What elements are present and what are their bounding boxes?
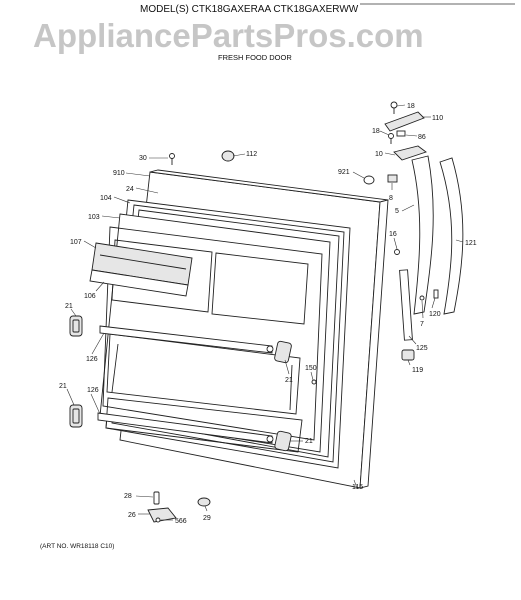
handle-cap-121	[439, 157, 464, 315]
callout-21-right-lower: 21	[305, 438, 313, 445]
hinge-screw-18b	[388, 133, 394, 144]
callout-126-upper: 126	[86, 356, 98, 363]
callout-121: 121	[465, 240, 477, 247]
screw-566	[155, 517, 161, 523]
screw-30	[169, 153, 175, 165]
plug-112	[221, 150, 235, 162]
door-bar-upper	[99, 325, 274, 354]
bushing-921	[363, 175, 375, 185]
dairy-door	[89, 242, 193, 297]
hinge-pin-86	[396, 130, 406, 137]
callout-10: 10	[375, 151, 383, 158]
callout-150: 150	[305, 365, 317, 372]
callout-21-right-upper: 21	[285, 377, 293, 384]
handle-section-5	[411, 155, 434, 315]
watermark: AppliancePartsPros.com	[33, 17, 424, 54]
callout-107: 107	[70, 239, 82, 246]
door-bar-lower	[97, 412, 274, 444]
callout-24: 24	[126, 186, 134, 193]
callout-119: 119	[412, 367, 423, 374]
callout-21-left-upper: 21	[65, 303, 73, 310]
bottom-hinge-26	[147, 507, 177, 523]
handle-trim-125	[399, 269, 413, 341]
callout-16: 16	[389, 231, 397, 238]
callout-921: 921	[338, 169, 350, 176]
callout-18-upper: 18	[407, 103, 415, 110]
callout-5: 5	[395, 208, 399, 215]
callout-104: 104	[100, 195, 112, 202]
callout-910: 910	[113, 170, 125, 177]
model-line: MODEL(S) CTK18GAXERAA CTK18GAXERWW	[140, 4, 359, 15]
trim-clip-right-upper	[274, 340, 292, 364]
callout-28: 28	[124, 493, 132, 500]
callout-labels: 18 110 18 86 10 921 8 112 30 910 24 104 …	[59, 103, 477, 525]
section-title: FRESH FOOD DOOR	[218, 53, 292, 62]
callout-18-lower: 18	[372, 128, 380, 135]
hinge-10	[393, 145, 427, 161]
pin-28	[153, 491, 160, 505]
callout-566: 566	[175, 518, 187, 525]
callout-106: 106	[84, 293, 96, 300]
trim-clip-left-lower	[69, 404, 83, 428]
callout-115: 115	[352, 484, 363, 491]
callout-86: 86	[418, 134, 426, 141]
screw-150	[311, 379, 317, 385]
callout-30: 30	[139, 155, 147, 162]
end-cap-119	[401, 349, 415, 361]
callout-110: 110	[432, 115, 443, 122]
art-number: (ART NO. WR18118 C10)	[40, 543, 114, 550]
hinge-screw-18a	[390, 101, 398, 114]
callout-103: 103	[88, 214, 100, 221]
callout-21-left-lower: 21	[59, 383, 67, 390]
callout-112: 112	[246, 151, 257, 158]
screw-16	[394, 249, 400, 255]
callout-120: 120	[429, 311, 441, 318]
screw-120	[433, 289, 439, 299]
trim-clip-right-lower	[274, 430, 292, 452]
bushing-29	[197, 497, 211, 507]
bracket-8	[387, 174, 398, 183]
callout-126-lower: 126	[87, 387, 99, 394]
callout-26: 26	[128, 512, 136, 519]
leader-lines	[66, 104, 464, 521]
hinge-cover-110	[384, 111, 425, 132]
screw-7	[419, 295, 425, 301]
callout-125: 125	[416, 345, 428, 352]
callout-7: 7	[420, 321, 424, 328]
trim-clip-left-upper	[69, 315, 83, 337]
callout-29: 29	[203, 515, 211, 522]
callout-8: 8	[389, 195, 393, 202]
